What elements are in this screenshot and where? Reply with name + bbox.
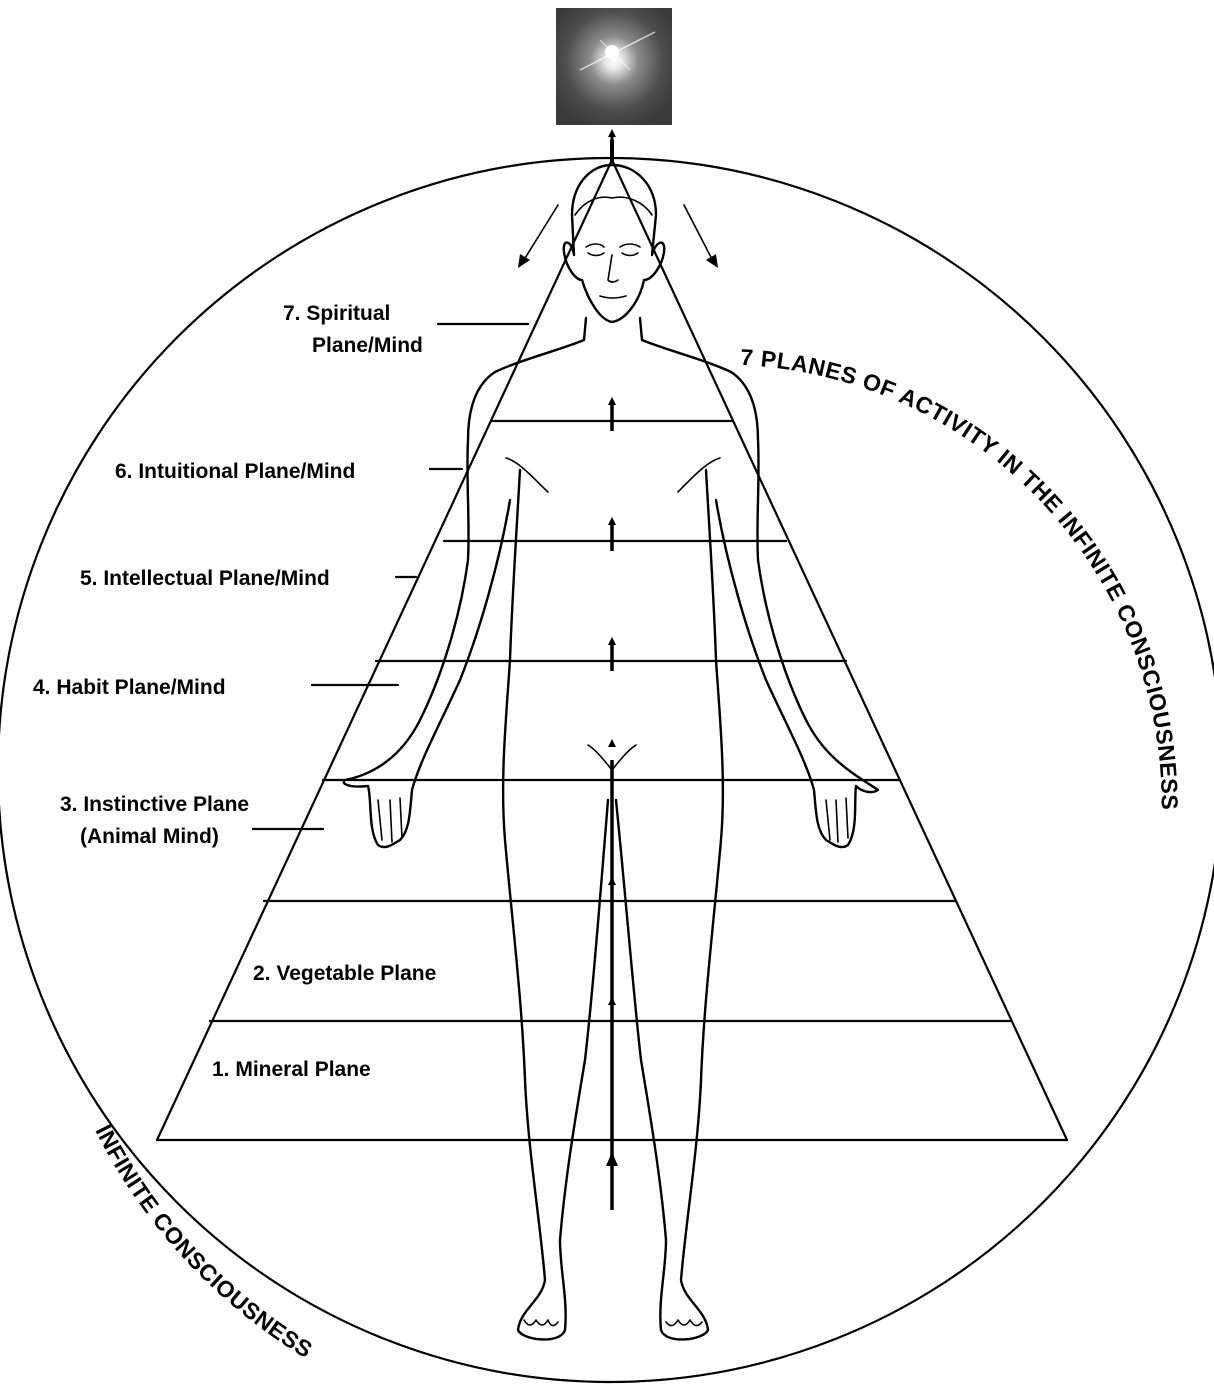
up-arrow-icon [608,997,616,1005]
up-arrow-icon [608,397,616,431]
up-arrow-icon [608,637,616,671]
plane-label-1: 1. Mineral Plane [212,1058,371,1081]
up-arrow-icon [608,739,616,747]
up-arrow-icon [608,877,616,885]
consciousness-title: INFINITE CONSCIOUSNESS [91,1120,318,1363]
starburst-icon [556,8,672,125]
consciousness-circle [0,158,1214,1382]
plane-label-5: 5. Intellectual Plane/Mind [80,567,330,590]
plane-label-6: 6. Intuitional Plane/Mind [115,460,355,483]
plane-label-7-line2: Plane/Mind [312,334,423,357]
plane-label-2: 2. Vegetable Plane [253,962,436,985]
up-arrow-icon [608,129,616,153]
plane-label-4: 4. Habit Plane/Mind [33,676,226,699]
plane-label-3-line2: (Animal Mind) [80,825,219,848]
radiating-arrow-icons [518,205,718,268]
up-arrow-icon [608,517,616,551]
plane-label-7-line1: 7. Spiritual [283,302,390,325]
plane-label-3-line1: 3. Instinctive Plane [60,793,249,816]
up-arrow-icon [606,1152,618,1166]
